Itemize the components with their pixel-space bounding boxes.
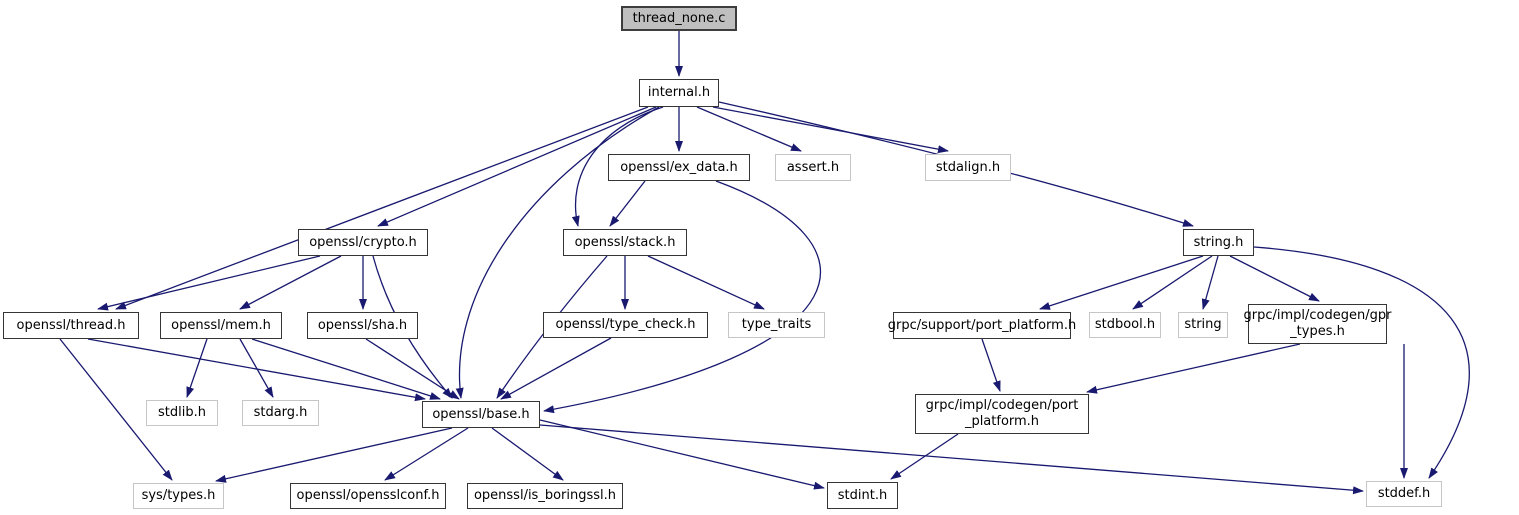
node-sha[interactable]: openssl/sha.h bbox=[307, 312, 418, 339]
edge-base--is-boringssl bbox=[491, 427, 564, 481]
edge-base--sys-types bbox=[215, 427, 453, 483]
node-stdalign: stdalign.h bbox=[925, 154, 1011, 181]
edge-gpr-types--codegen-port-platform bbox=[1086, 343, 1301, 394]
edge-internal-h--stdalign bbox=[712, 106, 949, 154]
node-string-node: string bbox=[1178, 312, 1228, 338]
edge-stack--type-traits bbox=[647, 255, 765, 310]
edge-mem--stdlib bbox=[186, 338, 208, 398]
edge-mem--base bbox=[251, 338, 441, 400]
node-stdlib: stdlib.h bbox=[146, 400, 218, 426]
node-stdarg: stdarg.h bbox=[242, 400, 319, 426]
edge-internal-h--stack bbox=[571, 106, 664, 227]
edge-internal-h--assert bbox=[696, 106, 802, 152]
edge-ex-data--base bbox=[543, 180, 822, 414]
node-is-boringssl[interactable]: openssl/is_boringssl.h bbox=[467, 483, 623, 509]
node-string-h[interactable]: string.h bbox=[1183, 229, 1254, 256]
edge-string-h--gpr-types bbox=[1229, 255, 1320, 302]
edge-crypto--mem bbox=[239, 255, 342, 310]
node-codegen-port-platform[interactable]: grpc/impl/codegen/port _platform.h bbox=[915, 394, 1089, 434]
edge-string-h--stdbool bbox=[1132, 255, 1213, 310]
node-thread[interactable]: openssl/thread.h bbox=[3, 312, 139, 339]
node-stdbool: stdbool.h bbox=[1089, 312, 1161, 338]
node-assert: assert.h bbox=[775, 154, 851, 181]
edge-base--stdint bbox=[539, 419, 825, 490]
node-ex-data[interactable]: openssl/ex_data.h bbox=[608, 154, 750, 181]
node-stack[interactable]: openssl/stack.h bbox=[563, 229, 687, 256]
node-type-check[interactable]: openssl/type_check.h bbox=[543, 312, 708, 338]
node-crypto[interactable]: openssl/crypto.h bbox=[298, 229, 428, 256]
edge-codegen-port-platform--stdint bbox=[890, 433, 959, 480]
edge-internal-h--thread bbox=[115, 106, 649, 310]
edge-thread--sys-types bbox=[59, 338, 173, 481]
edge-sha--base bbox=[365, 338, 460, 400]
node-mem[interactable]: openssl/mem.h bbox=[160, 312, 282, 339]
edge-ex-data--stack bbox=[609, 180, 646, 227]
edge-mem--stdarg bbox=[239, 338, 274, 398]
node-opensslconf[interactable]: openssl/opensslconf.h bbox=[290, 483, 446, 509]
edge-base--stddef bbox=[539, 424, 1364, 495]
node-sys-types: sys/types.h bbox=[133, 483, 224, 509]
edge-string-h--support-port-platform bbox=[1039, 255, 1204, 310]
node-base[interactable]: openssl/base.h bbox=[422, 401, 540, 428]
node-gpr-types[interactable]: grpc/impl/codegen/gpr _types.h bbox=[1244, 304, 1391, 344]
node-stddef: stddef.h bbox=[1366, 481, 1442, 507]
edge-internal-h--crypto bbox=[377, 106, 657, 227]
node-thread-none-c: thread_none.c bbox=[621, 6, 737, 31]
edge-crypto--thread bbox=[97, 255, 321, 311]
node-support-port-platform[interactable]: grpc/support/port_platform.h bbox=[888, 312, 1076, 339]
edge-internal-h--base bbox=[455, 106, 660, 399]
edge-string-h--string-node bbox=[1201, 255, 1219, 310]
edge-type-check--base bbox=[500, 337, 612, 400]
edge-string-h--stddef bbox=[1253, 246, 1470, 479]
edge-support-port-platform--codegen-port-platform bbox=[981, 338, 1001, 392]
edge-base--opensslconf bbox=[384, 427, 469, 481]
node-internal-h[interactable]: internal.h bbox=[639, 79, 719, 107]
node-type-traits: type_traits bbox=[728, 312, 825, 338]
node-stdint[interactable]: stdint.h bbox=[827, 482, 898, 509]
